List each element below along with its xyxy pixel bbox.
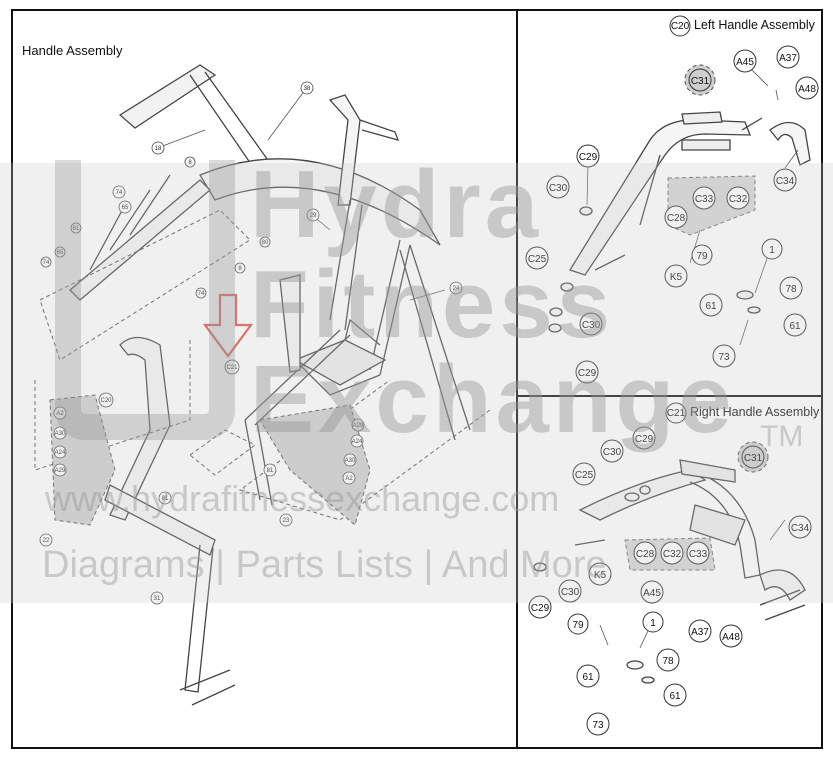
lh-callout-1: 1 bbox=[769, 245, 775, 256]
rh-callout-79: 79 bbox=[572, 620, 584, 631]
rh-callout-C28: C28 bbox=[636, 549, 655, 560]
rh-callout-C25: C25 bbox=[575, 470, 594, 481]
lh-callout-C31: C31 bbox=[691, 76, 710, 87]
callout-31: 31 bbox=[154, 596, 161, 602]
lh-callout-61b: 61 bbox=[789, 321, 801, 332]
callout-65: 65 bbox=[122, 205, 129, 211]
callout-80: 80 bbox=[262, 240, 269, 246]
lh-callout-A48: A48 bbox=[798, 84, 816, 95]
lh-callout-C28: C28 bbox=[667, 213, 686, 224]
callout-A29: A29 bbox=[55, 468, 66, 474]
right-handle-title: Right Handle Assembly bbox=[690, 405, 820, 419]
watermark-logo-line-3: Exchange bbox=[250, 346, 736, 453]
callout-A29b: A29 bbox=[353, 423, 364, 429]
watermark-logo-line-2: Fitness bbox=[250, 251, 615, 358]
callout-A24b: A24 bbox=[352, 439, 363, 445]
right-handle-artwork bbox=[533, 459, 806, 684]
lh-callout-61: 61 bbox=[705, 301, 717, 312]
rh-callout-C31: C31 bbox=[744, 453, 763, 464]
watermark-tagline: Diagrams | Parts Lists | And More bbox=[42, 544, 607, 586]
rh-callout-C30b: C30 bbox=[561, 587, 580, 598]
callout-C21: C21 bbox=[226, 365, 238, 371]
callout-18: 18 bbox=[155, 146, 162, 152]
callout-23: 23 bbox=[283, 518, 290, 524]
callout-A2b: A2 bbox=[345, 476, 353, 482]
callout-8: 8 bbox=[188, 160, 192, 166]
rh-callout-K5: K5 bbox=[594, 570, 607, 581]
lh-callout-K5: K5 bbox=[670, 272, 683, 283]
lh-callout-73: 73 bbox=[718, 352, 730, 363]
rh-callout-C34: C34 bbox=[791, 523, 810, 534]
rh-callout-C29: C29 bbox=[635, 434, 654, 445]
rh-callout-A45: A45 bbox=[643, 588, 661, 599]
watermark-logo-mark bbox=[55, 160, 235, 440]
callout-8b: 8 bbox=[238, 266, 242, 272]
handle-assembly-callouts: 38 18 8 74 81 65 74 65 8 80 74 29 24 C21… bbox=[39, 81, 463, 605]
callout-38: 38 bbox=[304, 86, 311, 92]
rh-callout-A48: A48 bbox=[722, 632, 740, 643]
rh-callout-C30: C30 bbox=[603, 447, 622, 458]
watermark-band bbox=[0, 163, 833, 603]
callout-A30: A30 bbox=[55, 431, 66, 437]
rh-callout-1: 1 bbox=[650, 618, 656, 629]
callout-74: 74 bbox=[116, 190, 123, 196]
callout-A30b: A30 bbox=[345, 458, 356, 464]
handle-assembly-title: Handle Assembly bbox=[22, 43, 123, 58]
left-handle-artwork bbox=[548, 111, 811, 333]
lh-callout-A37: A37 bbox=[779, 53, 797, 64]
lh-callout-C25: C25 bbox=[528, 254, 547, 265]
watermark-tm: TM bbox=[760, 420, 804, 453]
lh-callout-C29b: C29 bbox=[578, 368, 597, 379]
rh-callout-C33: C33 bbox=[689, 549, 708, 560]
right-handle-callouts: C21 C31 C29 C30 C25 C34 C28 C32 C33 K5 A… bbox=[528, 402, 812, 736]
lh-callout-C30b: C30 bbox=[582, 320, 601, 331]
callout-81: 81 bbox=[73, 226, 80, 232]
rh-callout-61: 61 bbox=[582, 672, 594, 683]
right-handle-code: C21 bbox=[667, 408, 686, 419]
rh-callout-C32: C32 bbox=[663, 549, 682, 560]
callout-C20: C20 bbox=[100, 398, 112, 404]
callout-65b: 65 bbox=[57, 250, 64, 256]
left-handle-title: Left Handle Assembly bbox=[694, 18, 815, 32]
lh-callout-C29: C29 bbox=[579, 152, 598, 163]
rh-callout-73: 73 bbox=[592, 720, 604, 731]
left-handle-callouts: C20 C31 A45 A37 A48 C29 C30 C33 C32 C34 … bbox=[525, 15, 819, 384]
callout-74c: 74 bbox=[198, 291, 205, 297]
lh-callout-A45: A45 bbox=[736, 57, 754, 68]
lh-callout-C30: C30 bbox=[549, 183, 568, 194]
left-handle-code: C20 bbox=[671, 21, 690, 32]
watermark-logo-line-1: Hydra bbox=[250, 151, 543, 258]
main-frame-artwork bbox=[69, 64, 471, 706]
callout-29: 29 bbox=[310, 213, 317, 219]
callout-24: 24 bbox=[453, 286, 460, 292]
watermark-url: www.hydrafitnessexchange.com bbox=[45, 478, 560, 519]
callout-A24: A24 bbox=[55, 450, 66, 456]
red-indicator-arrow bbox=[202, 293, 254, 358]
rh-callout-78: 78 bbox=[662, 656, 674, 667]
callout-81c: 81 bbox=[267, 468, 274, 474]
lh-callout-79: 79 bbox=[696, 251, 708, 262]
callout-22: 22 bbox=[43, 538, 50, 544]
rh-callout-A37: A37 bbox=[691, 627, 709, 638]
callout-74b: 74 bbox=[43, 260, 50, 266]
rh-callout-61b: 61 bbox=[669, 691, 681, 702]
lh-callout-C32: C32 bbox=[729, 194, 748, 205]
callout-81b: 81 bbox=[162, 496, 169, 502]
rh-callout-C29b: C29 bbox=[531, 603, 550, 614]
lh-callout-78: 78 bbox=[785, 284, 797, 295]
lh-callout-C33: C33 bbox=[695, 194, 714, 205]
lh-callout-C34: C34 bbox=[776, 176, 795, 187]
